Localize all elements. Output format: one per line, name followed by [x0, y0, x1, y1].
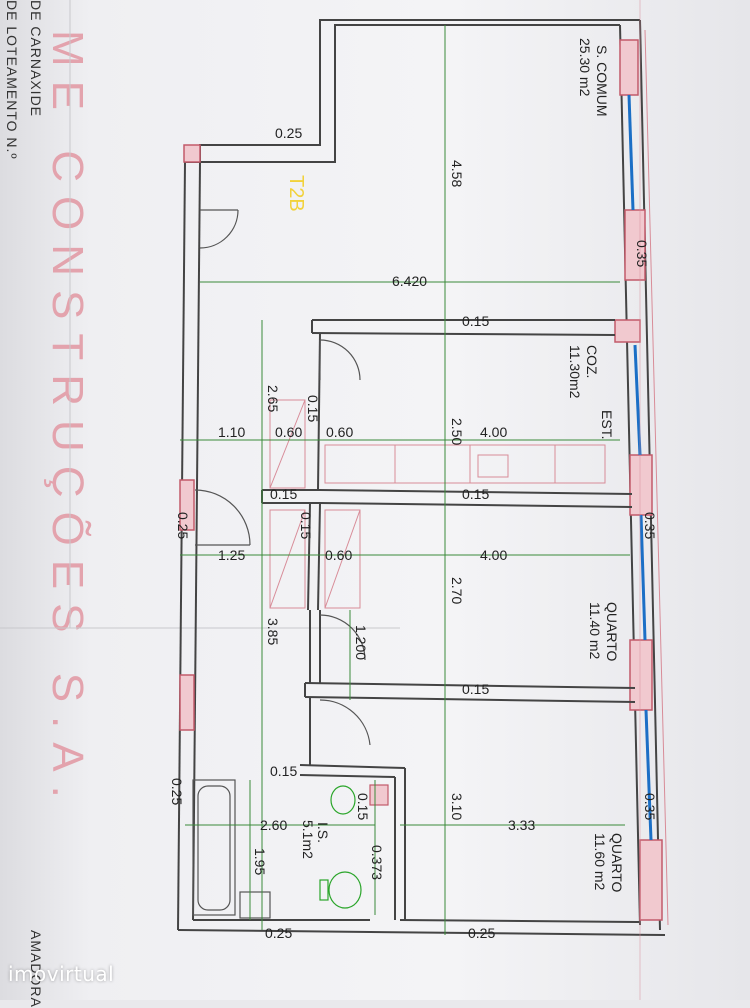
dim-0-35-c: 0.35 — [642, 793, 658, 820]
dim-4-00-a: 4.00 — [480, 424, 507, 440]
dim-0-15-f: 0.15 — [462, 681, 489, 697]
dim-2-60: 2.60 — [260, 817, 287, 833]
room-name-sala: S. COMUM — [594, 45, 610, 117]
dim-6-420: 6.420 — [392, 273, 427, 289]
typology-label: T2B — [285, 175, 307, 212]
columns — [179, 39, 663, 921]
kitchen-counter — [324, 444, 606, 484]
dim-0-60-c: 0.60 — [325, 547, 352, 563]
room-area-quarto2: 11.60 m2 — [592, 833, 608, 891]
dim-0-15-e: 0.15 — [298, 512, 314, 539]
dim-0-25-a: 0.25 — [175, 512, 191, 539]
dim-2-50: 2.50 — [449, 418, 465, 445]
dim-0-15-a: 0.15 — [462, 313, 489, 329]
dim-0-15-d: 0.15 — [462, 486, 489, 502]
dim-0-15-b: 0.15 — [305, 395, 321, 422]
dim-1-10: 1.10 — [218, 424, 245, 440]
dim-3-10: 3.10 — [449, 793, 465, 820]
room-area-is: 5.1m2 — [300, 820, 316, 859]
room-area-sala: 25.30 m2 — [577, 38, 593, 97]
dim-0-373: 0.373 — [369, 845, 385, 880]
dim-0-25-d: 0.25 — [468, 925, 495, 941]
dim-2-70: 2.70 — [449, 577, 465, 604]
room-area-quarto1: 11.40 m2 — [587, 602, 603, 660]
room-name-quarto2: QUARTO — [609, 833, 625, 892]
dim-2-65: 2.65 — [265, 385, 281, 412]
dim-0-25-b: 0.25 — [169, 778, 185, 805]
dim-4-58: 4.58 — [449, 160, 465, 187]
dim-3-33: 3.33 — [508, 817, 535, 833]
dim-0-60-b: 0.60 — [326, 424, 353, 440]
est-label: EST. — [599, 410, 615, 440]
dim-0-15-c: 0.15 — [270, 486, 297, 502]
room-labels: S. COMUM 25.30 m2 COZ. 11.30m2 EST. QUAR… — [285, 38, 625, 892]
dim-0-35-a: 0.35 — [634, 240, 650, 267]
room-name-quarto1: QUARTO — [604, 602, 620, 661]
room-name-is: I.S. — [315, 822, 331, 843]
room-area-cozinha: 11.30m2 — [567, 345, 583, 399]
dim-0-15-g: 0.15 — [270, 763, 297, 779]
dim-0-25-top: 0.25 — [275, 125, 302, 141]
dim-0-60-a: 0.60 — [275, 424, 302, 440]
dimension-labels: 0.25 4.58 0.35 6.420 0.15 2.50 2.65 1.10… — [169, 125, 658, 941]
dim-3-85: 3.85 — [265, 618, 281, 645]
room-name-cozinha: COZ. — [584, 345, 600, 378]
windows — [627, 94, 653, 841]
outer-walls — [177, 19, 666, 936]
dimension-lines — [180, 25, 630, 935]
dim-1-200: 1.200 — [353, 625, 369, 660]
dim-0-35-b: 0.35 — [642, 512, 658, 539]
doors — [194, 209, 371, 746]
dim-4-00-b: 4.00 — [480, 547, 507, 563]
dim-1-25: 1.25 — [218, 547, 245, 563]
imovirtual-logo: imovirtual — [8, 962, 115, 986]
dim-0-25-c: 0.25 — [265, 925, 292, 941]
interior-walls — [261, 319, 636, 920]
dim-1-95: 1.95 — [252, 848, 268, 875]
dim-0-15-h: 0.15 — [355, 793, 371, 820]
